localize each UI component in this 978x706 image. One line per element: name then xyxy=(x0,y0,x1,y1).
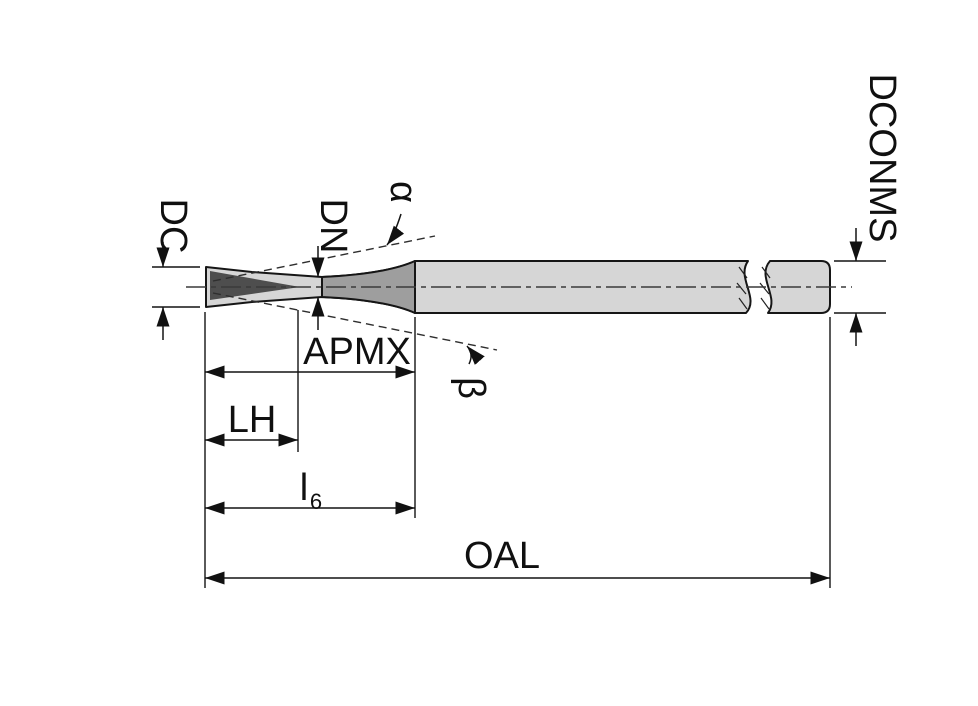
label-dn: DN xyxy=(312,199,354,254)
beta-angle-callout: β xyxy=(450,345,492,399)
lh-dimension: LH xyxy=(205,399,298,447)
apmx-dimension: APMX xyxy=(205,331,415,379)
hatch-line xyxy=(738,297,748,310)
dn-dimension: DN xyxy=(311,199,354,330)
alpha-angle-callout: α xyxy=(382,181,424,246)
label-beta: β xyxy=(450,377,492,399)
label-oal: OAL xyxy=(464,535,540,577)
label-lh: LH xyxy=(228,399,277,441)
label-l6-subscript: 6 xyxy=(310,489,322,514)
hatch-line xyxy=(738,266,748,279)
hatch-line xyxy=(761,266,771,279)
label-l6: l xyxy=(300,467,308,509)
label-dconms: DCONMS xyxy=(861,74,903,243)
dconms-dimension: DCONMS xyxy=(849,74,903,346)
dc-dimension: DC xyxy=(152,199,194,340)
label-apmx: APMX xyxy=(303,331,411,373)
beta-leader xyxy=(466,345,485,365)
label-dc: DC xyxy=(152,199,194,254)
flute-wedge xyxy=(210,271,300,300)
taper-extension-lower xyxy=(212,292,498,351)
label-alpha: α xyxy=(382,181,424,203)
oal-dimension: OAL xyxy=(205,535,830,585)
hatch-line xyxy=(736,282,747,295)
hatch-line xyxy=(760,297,770,310)
l6-dimension: l 6 xyxy=(205,467,415,515)
extension-lines xyxy=(152,260,886,588)
alpha-leader xyxy=(386,213,405,246)
break-symbol-hatching xyxy=(736,266,771,310)
hatch-line xyxy=(759,282,770,295)
